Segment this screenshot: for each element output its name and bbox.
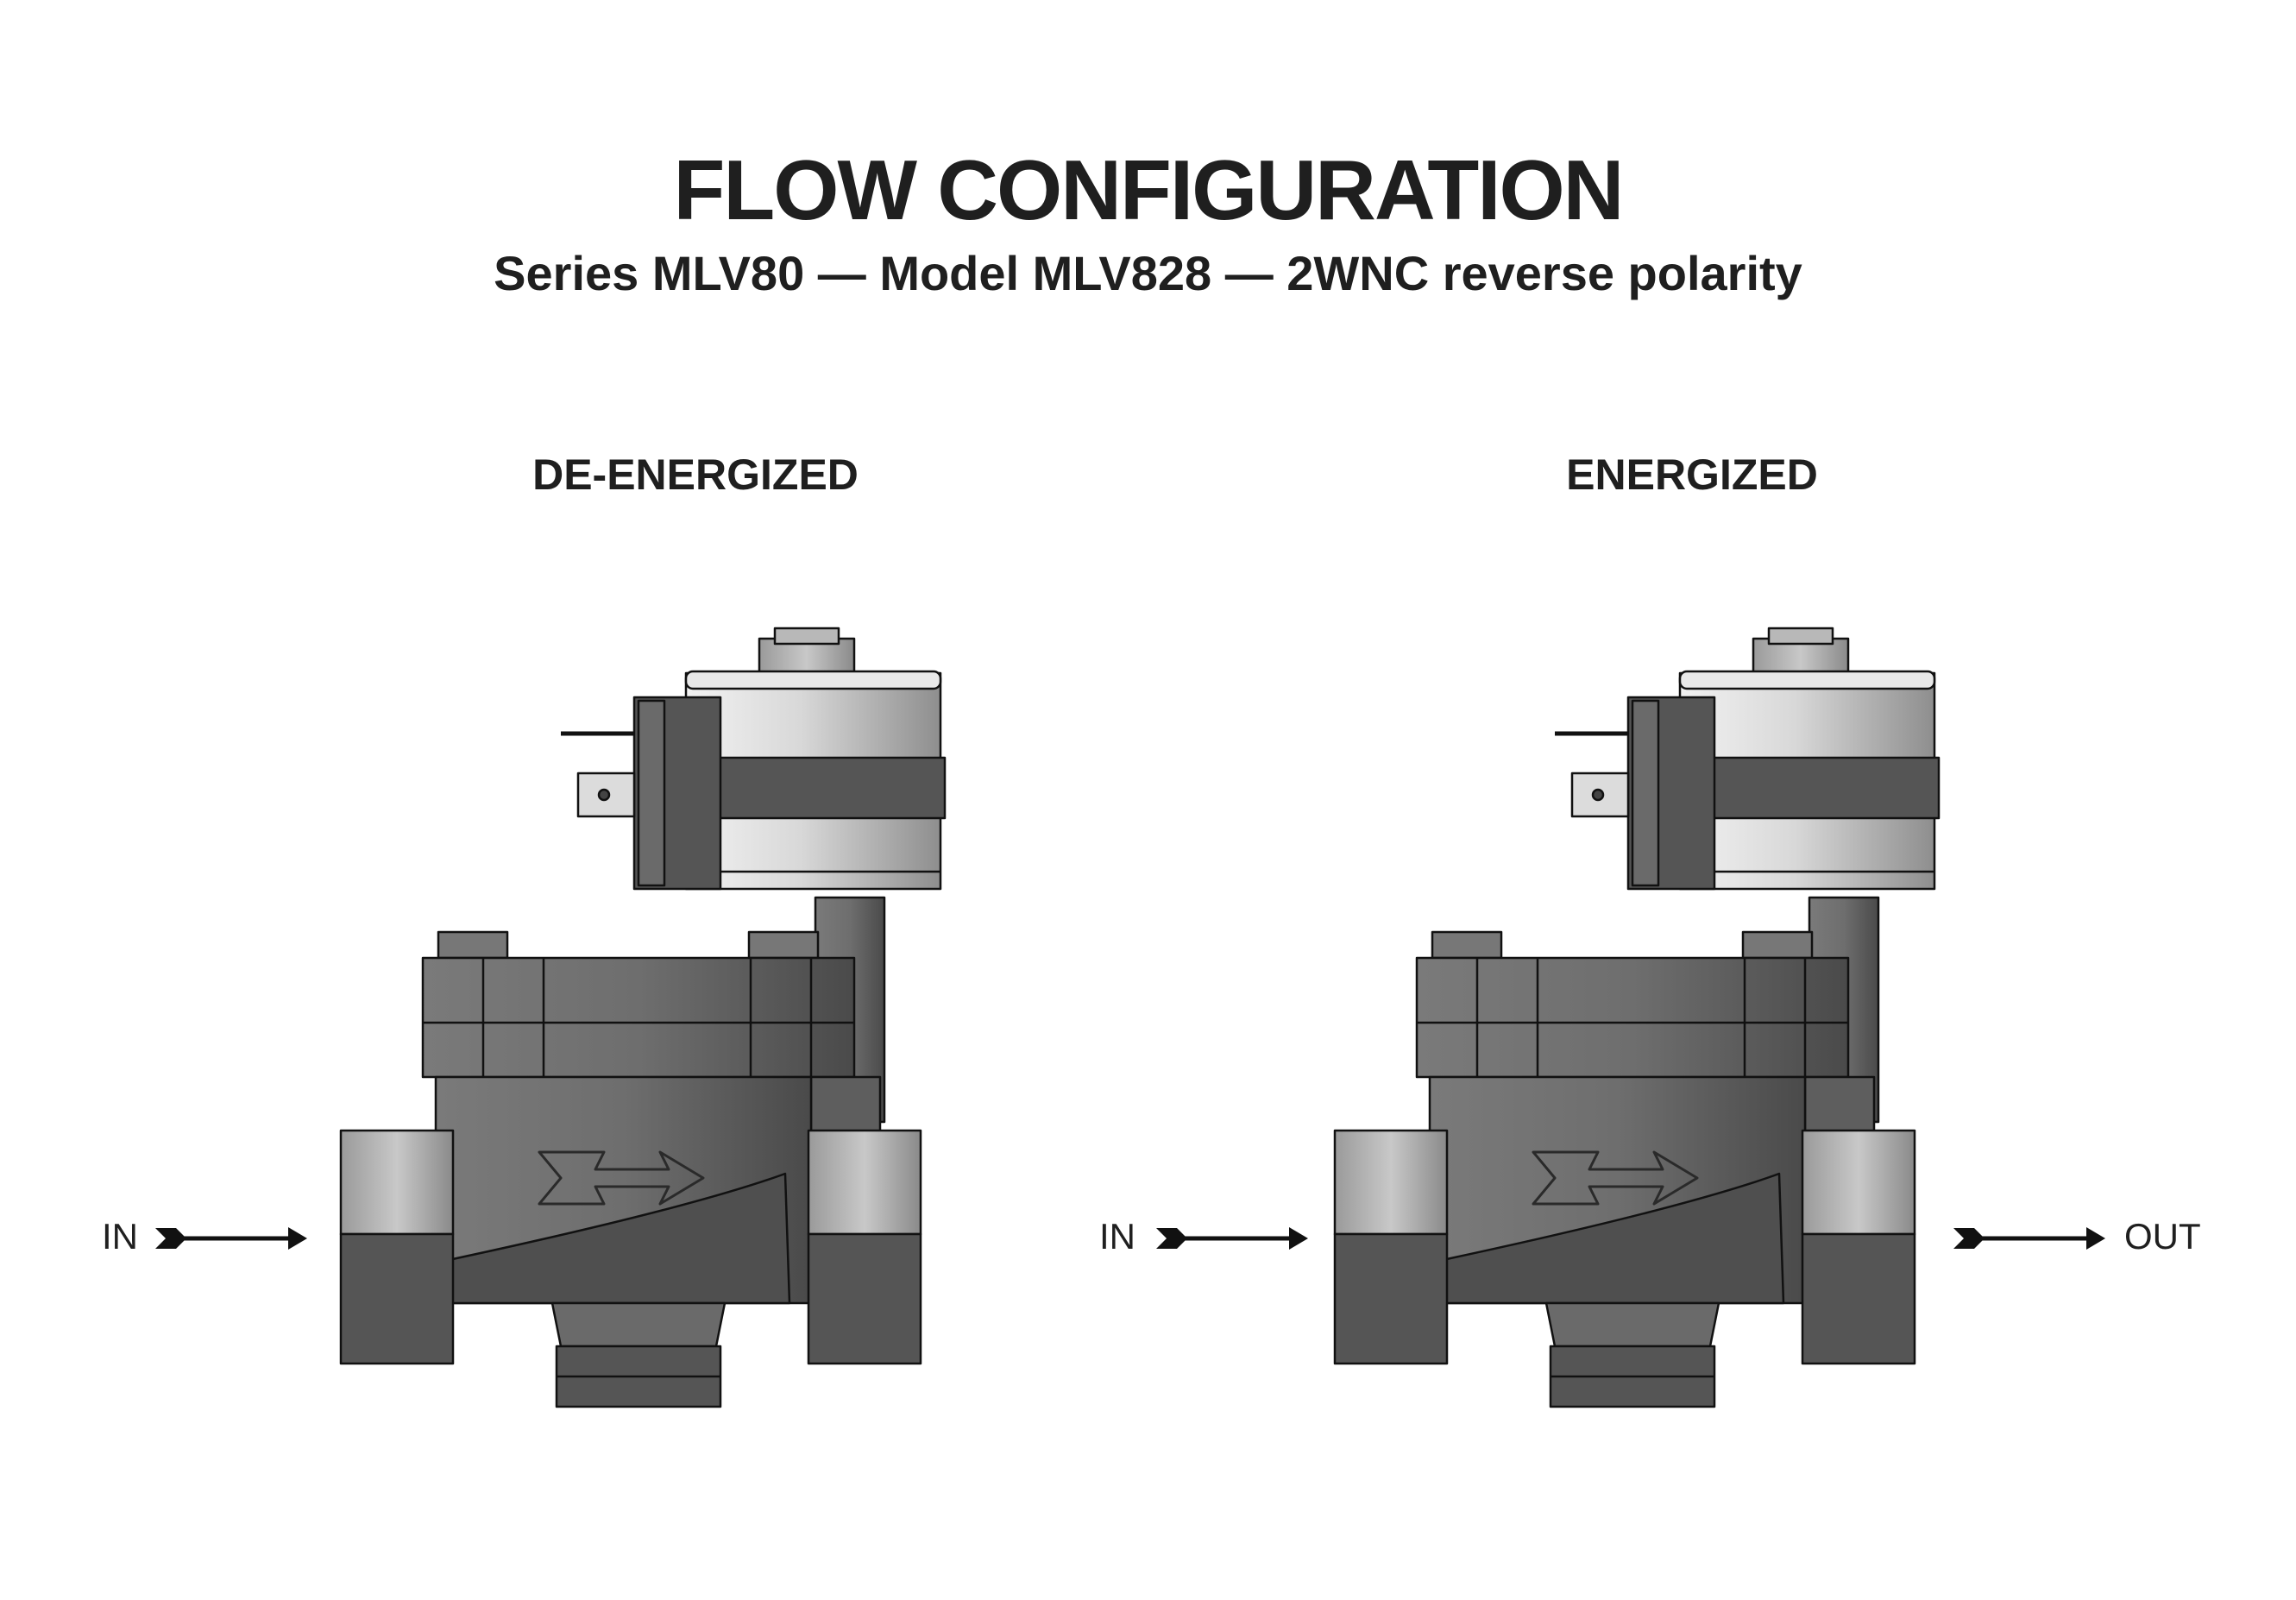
panel-title-de-energized: DE-ENERGIZED [532, 450, 859, 499]
page-title: FLOW CONFIGURATION [673, 142, 1625, 237]
inlet-arrow-icon [155, 1227, 307, 1250]
inlet-label-right: IN [1099, 1216, 1135, 1257]
inlet-arrow-icon [1156, 1227, 1308, 1250]
page-subtitle: Series MLV80 — Model MLV828 — 2WNC rever… [494, 246, 1802, 300]
inlet-label-left: IN [102, 1216, 138, 1257]
outlet-arrow-icon [1953, 1227, 2105, 1250]
outlet-label-right: OUT [2124, 1216, 2201, 1257]
solenoid-valve-de-energized [339, 627, 947, 1408]
solenoid-valve-energized [1333, 627, 1941, 1408]
panel-title-energized: ENERGIZED [1566, 450, 1818, 499]
